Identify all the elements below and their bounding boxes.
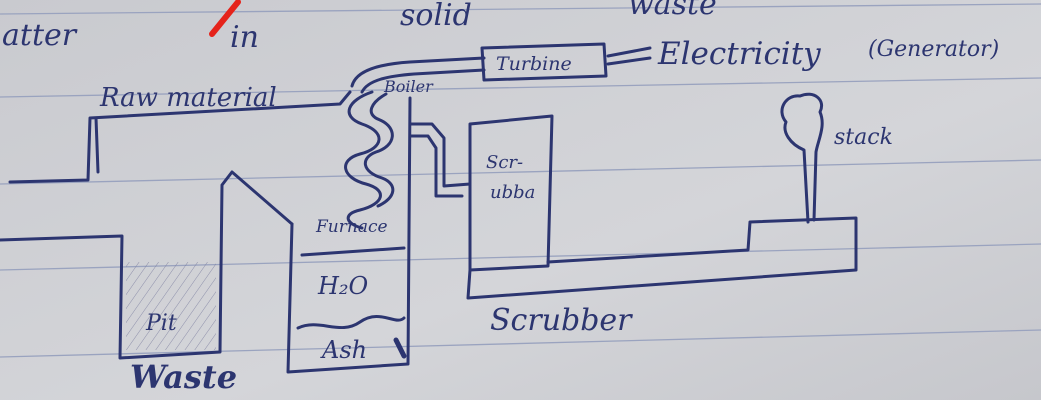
boiler-coil-inner (364, 92, 395, 208)
pit-fill (126, 262, 216, 350)
furnace-ash-line (296, 315, 406, 330)
boiler-label: Boiler (383, 77, 434, 96)
ash-label: Ash (320, 336, 367, 364)
flue-duct-outer (408, 122, 472, 188)
raw-material-conveyor (8, 90, 352, 184)
raw-material-label: Raw material (99, 83, 277, 113)
scrubber-channel (466, 216, 858, 300)
boiler-coil (344, 90, 382, 230)
water-label: H₂O (317, 272, 369, 300)
scrubber-label: Scrubber (490, 303, 633, 338)
header-word-3: solid (400, 0, 472, 33)
scrubber-unit-label-line2: ubba (490, 182, 535, 203)
electricity-label: Electricity (657, 36, 821, 72)
waste-pit-outline (0, 170, 294, 360)
conveyor-end-wall (94, 116, 100, 174)
turbine-label: Turbine (496, 53, 572, 75)
scrubber-unit (468, 114, 554, 272)
furnace-body (286, 96, 412, 374)
furnace-label: Furnace (315, 217, 388, 237)
ash-outlet (393, 337, 407, 359)
scrubber-unit-label-line1: Scr- (486, 152, 523, 173)
waste-label: Waste (130, 358, 237, 396)
header-word-2: in (230, 20, 259, 55)
stack (780, 92, 824, 224)
steam-pipe-outer (350, 56, 486, 88)
pit-label: Pit (145, 311, 177, 336)
red-pen-mark (209, 0, 241, 37)
stack-label: stack (834, 125, 893, 150)
steam-pipe-inner (360, 68, 486, 94)
generator-link-2 (606, 56, 652, 66)
header-word-4: waste (628, 0, 717, 22)
generator-link-1 (606, 46, 652, 58)
header-word-1: atter (2, 18, 78, 53)
furnace-water-line (300, 246, 406, 257)
turbine-box (480, 42, 608, 82)
flue-duct-inner (408, 134, 464, 198)
generator-label: (Generator) (868, 37, 999, 62)
